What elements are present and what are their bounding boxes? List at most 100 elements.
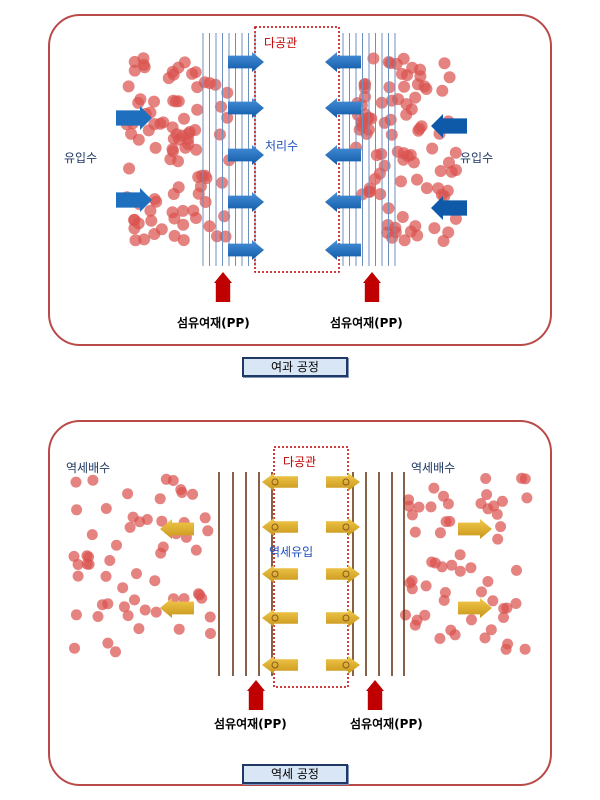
particle bbox=[68, 550, 80, 562]
particle bbox=[475, 498, 487, 509]
particle bbox=[173, 623, 185, 635]
particle bbox=[86, 529, 98, 541]
particle bbox=[104, 555, 116, 566]
particle bbox=[438, 57, 451, 70]
particle bbox=[87, 474, 99, 486]
particle bbox=[125, 127, 138, 140]
particle bbox=[446, 559, 458, 571]
particle bbox=[187, 488, 199, 500]
particle bbox=[191, 103, 204, 116]
flow-arrow-into-tube bbox=[325, 192, 361, 212]
particle bbox=[420, 580, 432, 592]
particle bbox=[215, 100, 227, 113]
particle bbox=[482, 576, 494, 587]
backwash-arrow-out-of-tube bbox=[262, 656, 298, 674]
backwash-caption: 역세 공정 bbox=[242, 764, 348, 784]
particle bbox=[177, 234, 190, 247]
particle bbox=[450, 164, 462, 177]
particle bbox=[127, 511, 139, 523]
particle bbox=[374, 188, 387, 201]
particle bbox=[449, 629, 461, 641]
particle bbox=[454, 565, 466, 577]
particle bbox=[166, 65, 179, 78]
inflow-arrow bbox=[431, 114, 467, 138]
particle bbox=[81, 550, 93, 562]
particle bbox=[71, 504, 83, 516]
backwash-arrow-out-of-tube bbox=[262, 609, 298, 627]
particle bbox=[420, 182, 433, 195]
particle bbox=[519, 643, 531, 655]
particle bbox=[411, 173, 423, 186]
fiber-media-label-left-bottom: 섬유여재(PP) bbox=[214, 716, 287, 731]
particle bbox=[413, 501, 425, 513]
particle bbox=[434, 165, 447, 177]
particle bbox=[360, 127, 373, 140]
backwash-drain-label-left: 역세배수 bbox=[66, 461, 110, 475]
particle bbox=[196, 169, 208, 182]
particle bbox=[488, 500, 500, 512]
particle bbox=[361, 112, 374, 125]
particle bbox=[100, 503, 112, 514]
particle bbox=[139, 604, 151, 616]
particle bbox=[363, 182, 376, 195]
particle bbox=[193, 588, 204, 600]
particle bbox=[480, 473, 492, 484]
particle bbox=[72, 570, 84, 582]
fiber-indicator-arrow bbox=[366, 680, 384, 710]
particle bbox=[443, 71, 456, 84]
particle bbox=[492, 533, 504, 545]
particle bbox=[111, 539, 122, 551]
particle bbox=[194, 180, 207, 193]
particle bbox=[164, 153, 177, 166]
particle bbox=[149, 575, 161, 587]
particle bbox=[199, 512, 211, 524]
flow-arrow-into-tube bbox=[228, 52, 264, 72]
particle bbox=[81, 558, 93, 570]
particle bbox=[358, 78, 371, 91]
inflow-arrow bbox=[116, 106, 152, 130]
particle bbox=[511, 564, 522, 576]
backwash-arrow-out-of-tube bbox=[262, 473, 298, 491]
flow-arrow-into-tube bbox=[325, 98, 361, 118]
particle bbox=[177, 218, 190, 231]
fiber-media-label-left-top: 섬유여재(PP) bbox=[177, 315, 250, 330]
particle bbox=[440, 516, 452, 528]
particle bbox=[414, 63, 426, 76]
particle bbox=[190, 143, 203, 156]
particle bbox=[134, 93, 147, 106]
tube-pore bbox=[342, 478, 350, 486]
particle bbox=[438, 490, 449, 502]
particle bbox=[168, 212, 181, 225]
particle bbox=[178, 593, 190, 605]
particle bbox=[381, 226, 394, 239]
particle bbox=[92, 611, 104, 622]
flow-arrow-into-tube bbox=[325, 240, 361, 260]
particle bbox=[156, 515, 168, 527]
particle bbox=[190, 544, 202, 556]
particle bbox=[218, 210, 231, 223]
backwash-drain-label-right: 역세배수 bbox=[411, 461, 455, 475]
particle bbox=[495, 521, 507, 533]
particle bbox=[102, 598, 114, 610]
particle bbox=[454, 549, 466, 561]
particle bbox=[397, 52, 410, 65]
particle bbox=[398, 234, 411, 247]
particle bbox=[166, 121, 179, 134]
particle bbox=[176, 487, 188, 498]
tube-pore bbox=[271, 661, 279, 669]
particle bbox=[491, 508, 503, 520]
particle bbox=[128, 64, 141, 77]
particle bbox=[102, 637, 114, 649]
inflow-label-left: 유입수 bbox=[64, 151, 97, 165]
particle bbox=[496, 495, 508, 507]
flow-arrow-into-tube bbox=[325, 145, 361, 165]
particle bbox=[211, 230, 223, 243]
particle bbox=[487, 595, 499, 607]
particle bbox=[396, 211, 409, 223]
particle bbox=[395, 175, 407, 188]
particle bbox=[150, 606, 162, 618]
particle bbox=[157, 541, 169, 553]
particle bbox=[498, 612, 509, 623]
particle bbox=[154, 493, 166, 505]
particle bbox=[221, 111, 234, 124]
